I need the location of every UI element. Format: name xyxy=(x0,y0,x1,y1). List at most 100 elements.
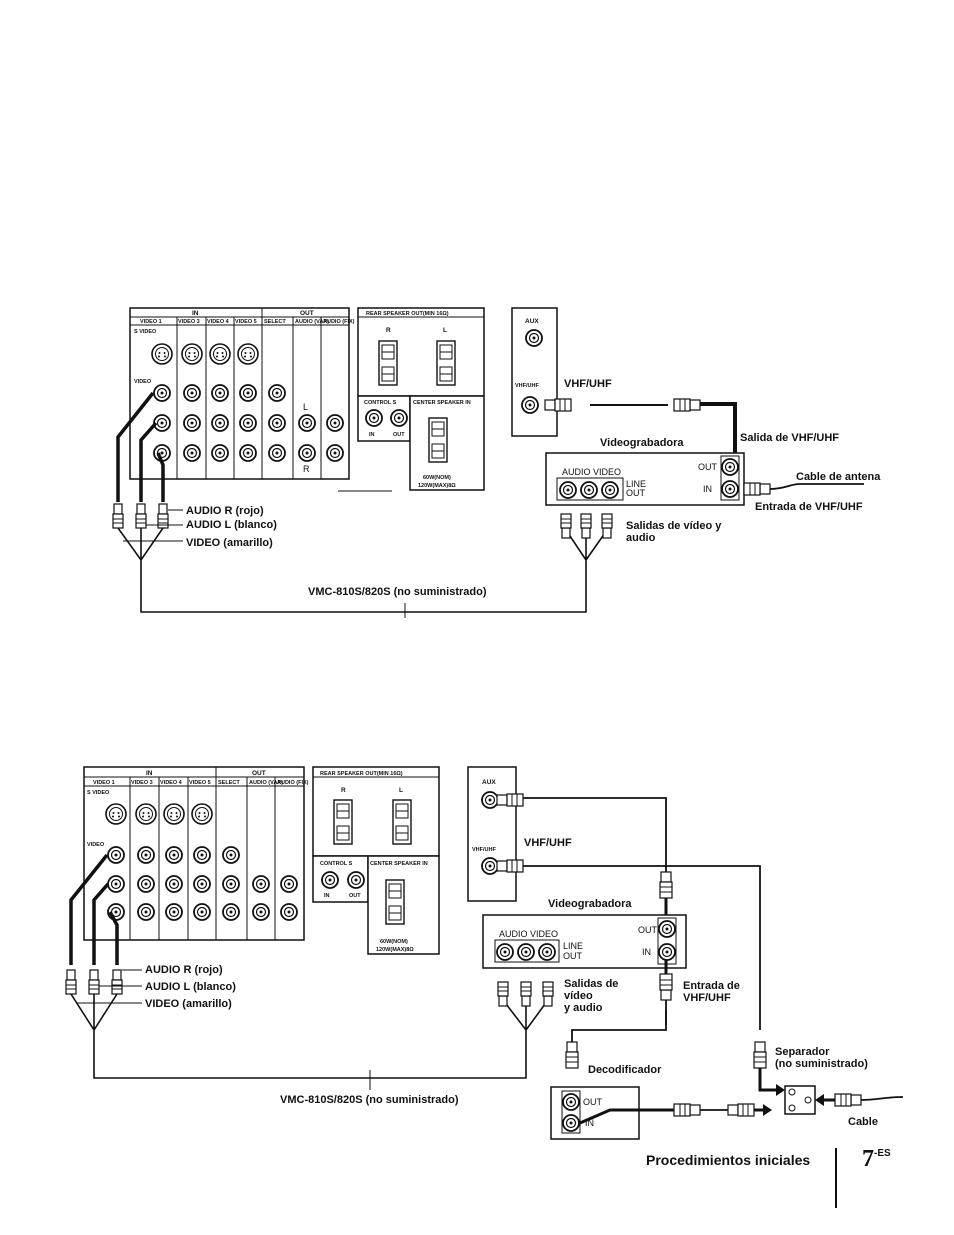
aux-label: AUX xyxy=(525,318,539,325)
svideo-jack[interactable] xyxy=(237,343,259,365)
vhf-uhf-jack[interactable] xyxy=(481,857,499,875)
coax-plug xyxy=(544,398,572,412)
rca-jack[interactable] xyxy=(211,414,229,432)
rca-jack[interactable] xyxy=(107,875,125,893)
control-in-label: IN xyxy=(369,432,375,438)
rca-jack[interactable] xyxy=(137,875,155,893)
vcr-rf-in-jack[interactable] xyxy=(658,943,676,961)
rca-jack[interactable] xyxy=(222,903,240,921)
rca-jack[interactable] xyxy=(298,444,316,462)
vcr-rf-in-jack[interactable] xyxy=(721,480,739,498)
vcr-video-jack[interactable] xyxy=(538,943,556,961)
tv-col-video3: VIDEO 3 xyxy=(131,780,153,786)
footer-section-title: Procedimientos iniciales xyxy=(646,1152,811,1168)
power-max-label: 120W(MAX)8Ω xyxy=(376,947,414,953)
rca-jack[interactable] xyxy=(222,846,240,864)
aux-jack[interactable] xyxy=(525,329,543,347)
vcr-audio-r-jack[interactable] xyxy=(559,481,577,499)
rca-jack[interactable] xyxy=(222,875,240,893)
rca-plug xyxy=(111,969,123,995)
center-speaker-terminal[interactable] xyxy=(385,879,405,925)
rca-jack[interactable] xyxy=(153,414,171,432)
rca-plug xyxy=(112,503,124,529)
speaker-terminal[interactable] xyxy=(392,799,412,845)
rear-l-label: L xyxy=(443,327,447,334)
rca-jack[interactable] xyxy=(298,414,316,432)
audio-l-label: AUDIO L (blanco) xyxy=(186,519,277,531)
center-speaker-label: CENTER SPEAKER IN xyxy=(413,400,471,406)
rca-jack[interactable] xyxy=(107,846,125,864)
tv-col-audio-fix: AUDIO (FIX) xyxy=(277,780,309,786)
control-in-jack[interactable] xyxy=(365,409,383,427)
rca-jack[interactable] xyxy=(326,444,344,462)
rca-jack[interactable] xyxy=(239,444,257,462)
vcr-audio-l-jack[interactable] xyxy=(580,481,598,499)
tv-panel-1: IN OUT VIDEO 1 VIDEO 3 VIDEO 4 VIDEO 5 S… xyxy=(129,307,355,480)
vcr-rf-out-jack[interactable] xyxy=(658,920,676,938)
speaker-terminal[interactable] xyxy=(436,340,456,386)
rca-jack[interactable] xyxy=(165,903,183,921)
control-out-jack[interactable] xyxy=(390,409,408,427)
rca-jack[interactable] xyxy=(280,875,298,893)
rca-jack[interactable] xyxy=(153,384,171,402)
power-max-label: 120W(MAX)8Ω xyxy=(418,483,456,489)
vhf-uhf-jack[interactable] xyxy=(521,396,539,414)
rca-jack[interactable] xyxy=(326,414,344,432)
antenna-plug xyxy=(743,482,771,496)
decoder-out-jack[interactable] xyxy=(562,1093,580,1111)
tv-svideo-label: S VIDEO xyxy=(134,329,157,335)
svideo-jack[interactable] xyxy=(135,803,157,825)
decoder-in-label: IN xyxy=(585,1118,594,1128)
incoming-cable xyxy=(860,1096,904,1101)
rca-jack[interactable] xyxy=(193,846,211,864)
rca-jack[interactable] xyxy=(183,384,201,402)
rca-jack[interactable] xyxy=(165,875,183,893)
control-s-label: CONTROL S xyxy=(364,400,397,406)
vcr-video-jack[interactable] xyxy=(601,481,619,499)
rca-jack[interactable] xyxy=(252,903,270,921)
svideo-jack[interactable] xyxy=(163,803,185,825)
control-out-jack[interactable] xyxy=(347,871,365,889)
rca-jack[interactable] xyxy=(183,444,201,462)
decoder-in-jack[interactable] xyxy=(562,1114,580,1132)
vcr-rf-out-jack[interactable] xyxy=(721,458,739,476)
rca-jack[interactable] xyxy=(268,414,286,432)
rca-jack[interactable] xyxy=(193,875,211,893)
rca-jack[interactable] xyxy=(183,414,201,432)
coax-plug xyxy=(673,398,701,412)
svideo-jack[interactable] xyxy=(209,343,231,365)
rca-jack[interactable] xyxy=(268,444,286,462)
svideo-jack[interactable] xyxy=(105,803,127,825)
rca-jack[interactable] xyxy=(165,846,183,864)
decoder-coax-cable xyxy=(571,1010,667,1045)
rca-jack[interactable] xyxy=(239,384,257,402)
rca-jack[interactable] xyxy=(268,384,286,402)
vcr-audio-r-jack[interactable] xyxy=(496,943,514,961)
rca-jack[interactable] xyxy=(252,875,270,893)
decoder-box: OUT IN xyxy=(550,1086,640,1140)
svideo-jack[interactable] xyxy=(151,343,173,365)
svideo-jack[interactable] xyxy=(181,343,203,365)
aux-jack[interactable] xyxy=(481,791,499,809)
rca-jack[interactable] xyxy=(137,903,155,921)
rca-jack[interactable] xyxy=(137,846,155,864)
center-speaker-terminal[interactable] xyxy=(428,417,448,463)
vcr-audio-l-jack[interactable] xyxy=(517,943,535,961)
speaker-terminal[interactable] xyxy=(378,340,398,386)
audio-l-cable xyxy=(92,882,110,965)
rca-jack[interactable] xyxy=(211,384,229,402)
rca-jack[interactable] xyxy=(193,903,211,921)
coax-plug xyxy=(673,1103,701,1117)
rca-jack[interactable] xyxy=(211,444,229,462)
svideo-jack[interactable] xyxy=(191,803,213,825)
vcr-label: Videograbadora xyxy=(600,437,684,449)
rca-jack[interactable] xyxy=(239,414,257,432)
rca-jack[interactable] xyxy=(280,903,298,921)
speaker-terminal[interactable] xyxy=(333,799,353,845)
vcr-panel-1: AUDIO VIDEO LINE OUT OUT IN xyxy=(545,452,745,506)
vhf-panel-label: VHF/UHF xyxy=(515,383,539,389)
antenna-panel-2: AUX VHF/UHF xyxy=(467,766,517,902)
splitter-label-2: (no suministrado) xyxy=(775,1058,868,1070)
control-in-jack[interactable] xyxy=(321,871,339,889)
